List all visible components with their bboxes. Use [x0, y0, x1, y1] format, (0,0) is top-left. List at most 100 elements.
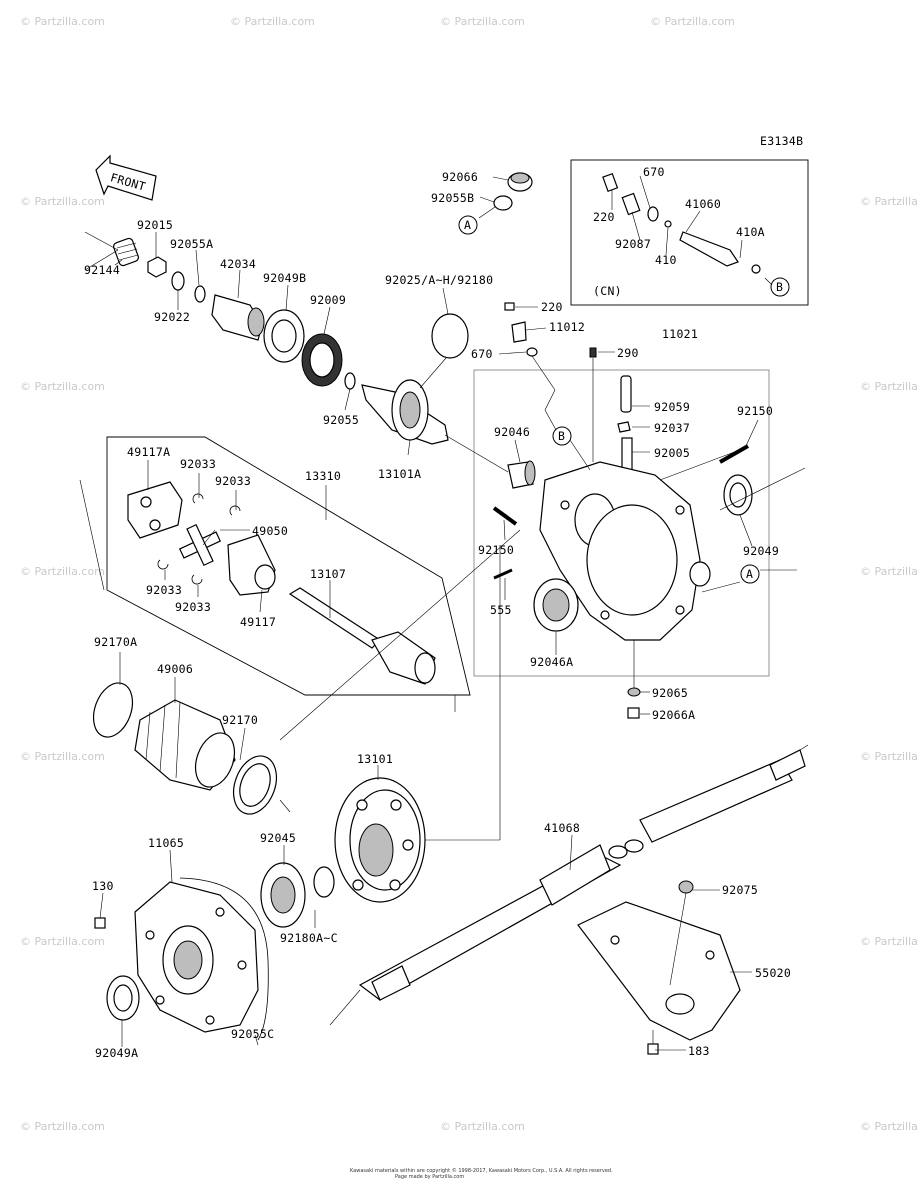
- label-92055a: 92055A: [170, 237, 213, 251]
- svg-text:© Partzilla.com: © Partzilla.com: [20, 1120, 105, 1133]
- label-11012: 11012: [549, 320, 585, 334]
- boot-49006-icon: [134, 699, 236, 791]
- label-92025: 92025/A~H/92180: [385, 273, 493, 287]
- label-92033-c: 92033: [146, 583, 182, 597]
- plug-92066a-icon: [627, 707, 640, 719]
- bolt-183-icon: [647, 1043, 659, 1055]
- ref-a-top: [458, 215, 478, 235]
- label-13310: 13310: [305, 469, 341, 483]
- svg-text:© Partzilla.com: © Partzilla.com: [650, 15, 735, 28]
- shim-92180a-icon: [313, 866, 335, 898]
- oring-92055-icon: [344, 372, 356, 390]
- yoke-49117a-icon: [127, 481, 183, 539]
- pin-92059-icon: [620, 375, 632, 413]
- watermark-layer: © Partzilla.com © Partzilla.com © Partzi…: [20, 15, 917, 1133]
- circlip-92033-a-icon: [192, 493, 204, 504]
- label-410a: 410A: [736, 225, 765, 239]
- oring-92055b-icon: [493, 195, 513, 211]
- label-92055: 92055: [323, 413, 359, 427]
- label-92150-right: 92150: [737, 404, 773, 418]
- bolt-130-icon: [94, 917, 106, 929]
- bolt-92005-icon: [621, 437, 633, 473]
- oring-670-icon: [526, 347, 538, 357]
- label-92046: 92046: [494, 425, 530, 439]
- svg-text:© Partzilla.com: © Partzilla.com: [860, 565, 917, 578]
- bolt-220-icon: [504, 302, 515, 311]
- label-220: 220: [541, 300, 563, 314]
- label-92022: 92022: [154, 310, 190, 324]
- coupling-42034-icon: [211, 294, 265, 341]
- circlip-92033-c-icon: [157, 559, 169, 570]
- pinion-13101a-icon: [361, 379, 449, 445]
- label-92180a-c: 92180A~C: [280, 931, 338, 945]
- breather-11012-icon: [511, 321, 527, 343]
- oring-92055a-icon: [194, 285, 206, 303]
- svg-text:© Partzilla.com: © Partzilla.com: [440, 15, 525, 28]
- clamp-92170a-icon: [92, 682, 134, 738]
- bearing-92045-icon: [260, 862, 306, 928]
- seal-92049a-icon: [106, 975, 140, 1021]
- label-670: 670: [471, 347, 493, 361]
- pin-290-icon: [589, 347, 597, 358]
- ref-a-right: [740, 564, 760, 584]
- yoke-49117-icon: [227, 534, 276, 596]
- label-92033-a: 92033: [180, 457, 216, 471]
- seal-92049-icon: [723, 474, 753, 516]
- label-92170a: 92170A: [94, 635, 137, 649]
- cap-92066-icon: [507, 172, 533, 192]
- clip-92037-icon: [617, 421, 631, 433]
- label-92049b: 92049B: [263, 271, 306, 285]
- svg-text:A: A: [464, 218, 471, 232]
- cover-55020-icon: [577, 901, 741, 1041]
- ref-b-cn: [770, 277, 790, 297]
- ref-b-mid: [552, 426, 572, 446]
- shaft-41068-icon: [358, 749, 806, 1001]
- ring-gear-13101-icon: [334, 777, 426, 903]
- label-11021: 11021: [662, 327, 698, 341]
- label-92170: 92170: [222, 713, 258, 727]
- washer-92022-icon: [171, 271, 185, 291]
- circlip-92033-b-icon: [229, 505, 241, 516]
- svg-text:© Partzilla.com: © Partzilla.com: [230, 15, 315, 28]
- label-92150-left: 92150: [478, 543, 514, 557]
- shaft-group-box: [106, 436, 471, 696]
- label-41060: 41060: [685, 197, 721, 211]
- bearing-92046a-icon: [533, 578, 579, 632]
- oring-92055c-icon: [179, 877, 269, 1041]
- label-92087: 92087: [615, 237, 651, 251]
- label-92065: 92065: [652, 686, 688, 700]
- label-11065: 11065: [148, 836, 184, 850]
- circlip-92033-d-icon: [191, 574, 203, 585]
- label-41068: 41068: [544, 821, 580, 835]
- label-92045: 92045: [260, 831, 296, 845]
- label-92144: 92144: [84, 263, 120, 277]
- part-labels: 92066 92055B 670 220 41060 410A 92087 41…: [84, 165, 791, 1060]
- nut-92015-icon: [147, 256, 167, 278]
- svg-text:© Partzilla.com: © Partzilla.com: [20, 195, 105, 208]
- svg-text:© Partzilla.com: © Partzilla.com: [20, 15, 105, 28]
- label-49117a: 49117A: [127, 445, 170, 459]
- washer-92065-icon: [627, 687, 641, 697]
- svg-text:© Partzilla.com: © Partzilla.com: [20, 750, 105, 763]
- label-49117: 49117: [240, 615, 276, 629]
- svg-text:© Partzilla.com: © Partzilla.com: [860, 935, 917, 948]
- svg-text:© Partzilla.com: © Partzilla.com: [860, 195, 917, 208]
- label-130: 130: [92, 879, 114, 893]
- stud-92150-left-icon: [492, 506, 518, 526]
- copyright-line-2: Page made by Partzilla.com: [395, 1174, 464, 1180]
- svg-text:© Partzilla.com: © Partzilla.com: [20, 935, 105, 948]
- cn-label: (CN): [593, 284, 622, 298]
- spring-92144-icon: [113, 237, 139, 267]
- label-92066: 92066: [442, 170, 478, 184]
- label-92033-d: 92033: [175, 600, 211, 614]
- svg-text:A: A: [746, 567, 753, 581]
- seal-92049b-icon: [263, 309, 305, 363]
- gear-case-box: [473, 369, 770, 677]
- label-42034: 42034: [220, 257, 256, 271]
- label-92033-b: 92033: [215, 474, 251, 488]
- svg-text:© Partzilla.com: © Partzilla.com: [860, 1120, 917, 1133]
- shaft-13107-icon: [288, 587, 436, 685]
- clamp-92170-icon: [232, 755, 278, 815]
- bearing-92046-icon: [507, 460, 536, 489]
